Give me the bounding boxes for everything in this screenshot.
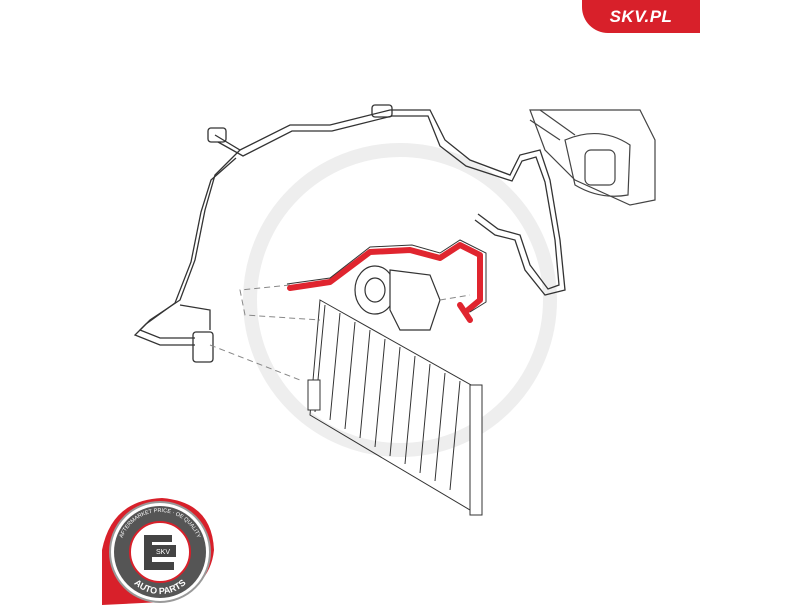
highlighted-hose-outline <box>286 239 487 313</box>
compressor <box>354 265 441 331</box>
skv-auto-parts-seal: SKV AFTERMARKET PRICE · OE QUALITY AUTO … <box>102 498 214 605</box>
ac-hoses <box>133 104 566 363</box>
brand-label: SKV.PL <box>609 6 673 26</box>
watermark-gear-icon <box>243 143 557 457</box>
engine-block <box>529 109 656 206</box>
highlighted-hose <box>287 242 483 323</box>
skv-brand-banner: SKV.PL <box>582 0 700 33</box>
gear-icon <box>144 535 174 570</box>
seal-center-text: SKV <box>156 549 170 556</box>
leader-lines <box>209 284 471 381</box>
condenser <box>307 299 483 516</box>
